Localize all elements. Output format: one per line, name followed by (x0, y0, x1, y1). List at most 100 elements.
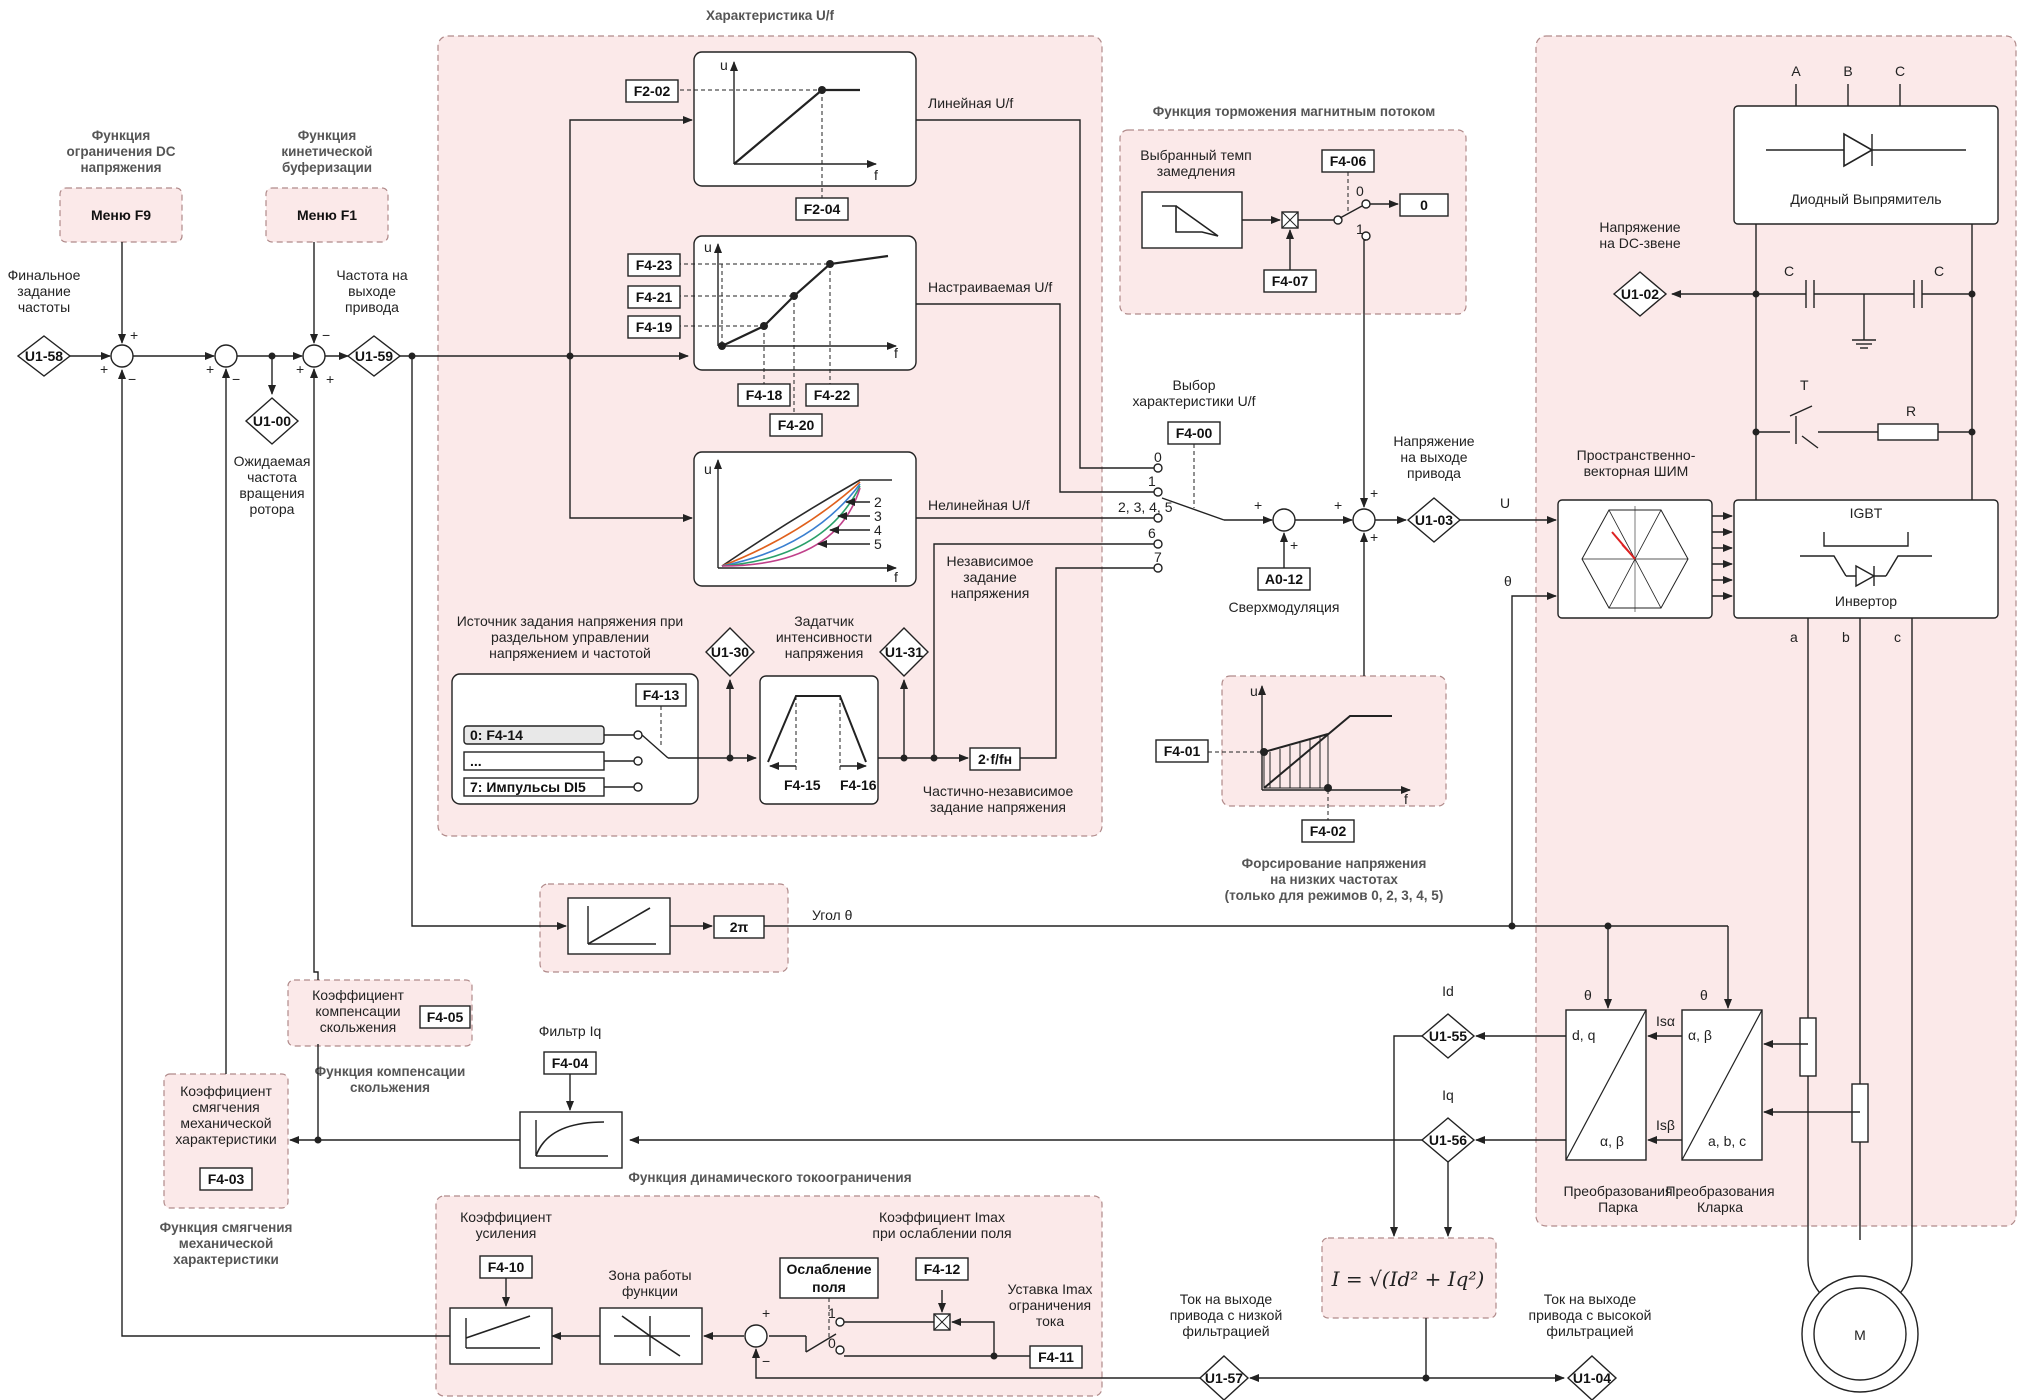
src-label-2: раздельном управлении (491, 629, 649, 645)
decel-label-1: Выбранный темп (1140, 147, 1251, 163)
dc-limit-panel (59, 187, 183, 243)
param-f4-19[interactable]: F4-19 (627, 315, 681, 339)
param-a0-12[interactable]: A0-12 (1257, 567, 1311, 591)
source-switch[interactable] (641, 734, 669, 759)
voltage-ramp-block (759, 675, 879, 805)
gain-block (449, 1307, 553, 1365)
svg-text:+: + (326, 371, 334, 387)
param-f4-04[interactable]: F4-04 (543, 1051, 597, 1075)
decel-label-2: замедления (1157, 163, 1236, 179)
output-freq-label-1: Частота на (336, 267, 408, 283)
setpoint-label-3: тока (1036, 1313, 1064, 1329)
param-f2-04[interactable]: F2-04 (795, 197, 849, 221)
uf-section-title: Характеристика U/f (706, 8, 835, 23)
svg-text:a: a (1790, 629, 1798, 645)
svg-text:F4-01: F4-01 (1164, 743, 1201, 759)
param-f2-02-boost[interactable]: F4-02 (1301, 819, 1355, 843)
param-f4-05[interactable]: F4-05 (419, 1005, 471, 1029)
field-weakening-switch[interactable] (805, 1333, 837, 1353)
param-f4-21[interactable]: F4-21 (627, 285, 681, 309)
svg-text:0: 0 (1154, 449, 1162, 465)
param-f2-02-linear[interactable]: F2-02 (625, 79, 679, 103)
param-f4-18[interactable]: F4-18 (737, 383, 791, 407)
svg-text:1: 1 (828, 1305, 836, 1321)
svg-text:f: f (894, 569, 898, 585)
param-f4-16[interactable]: F4-16 (840, 777, 877, 793)
boost-title-3: (только для режимов 0, 2, 3, 4, 5) (1225, 888, 1444, 903)
zone-label-1: Зона работы (608, 1267, 691, 1283)
svg-text:4: 4 (874, 522, 882, 538)
svg-text:F4-22: F4-22 (814, 387, 851, 403)
svg-text:θ: θ (1504, 573, 1512, 589)
summing-junction-limit (744, 1324, 768, 1348)
svg-text:Меню F1: Меню F1 (297, 207, 357, 223)
svg-text:θ: θ (1700, 987, 1708, 1003)
iq-filter-label: Фильтр Iq (539, 1023, 602, 1039)
svg-text:T: T (1800, 377, 1809, 393)
summing-junction-final (1352, 508, 1376, 532)
svg-text:F4-03: F4-03 (208, 1171, 245, 1187)
slip-k-label-1: Коэффициент (312, 987, 404, 1003)
gain-label-1: Коэффициент (460, 1209, 552, 1225)
menu-f9-box[interactable]: Меню F9 (91, 207, 151, 223)
gain-label-2: усиления (476, 1225, 537, 1241)
param-f4-10[interactable]: F4-10 (479, 1255, 533, 1279)
soft-k-label-4: характеристики (175, 1131, 276, 1147)
svg-text:C: C (1934, 263, 1944, 279)
svg-text:U1-30: U1-30 (711, 644, 749, 660)
param-f4-00[interactable]: F4-00 (1167, 421, 1221, 445)
svg-text:F4-20: F4-20 (778, 417, 815, 433)
svg-text:+: + (130, 327, 138, 343)
svg-text:U: U (1500, 495, 1510, 511)
param-f4-15[interactable]: F4-15 (784, 777, 821, 793)
param-f4-13[interactable]: F4-13 (635, 683, 687, 707)
option-dots[interactable]: ... (463, 751, 605, 771)
boost-title-2: на низких частотах (1270, 872, 1398, 887)
current-formula: I = √(Id² + Iq²) (1331, 1267, 1485, 1291)
param-f4-11[interactable]: F4-11 (1029, 1345, 1083, 1369)
svg-text:6: 6 (1148, 525, 1156, 541)
angle-label: Угол θ (812, 907, 853, 923)
uf-selector-switch[interactable] (1161, 497, 1225, 521)
menu-f1-box[interactable]: Меню F1 (297, 207, 357, 223)
slip-k-label-2: компенсации (315, 1003, 400, 1019)
param-f4-20[interactable]: F4-20 (769, 413, 823, 437)
svg-text:+: + (100, 361, 108, 377)
svg-text:f: f (874, 167, 878, 183)
svg-text:+: + (206, 361, 214, 377)
svg-text:−: − (232, 371, 240, 387)
param-f4-23[interactable]: F4-23 (627, 253, 681, 277)
option-f4-14[interactable]: 0: F4-14 (463, 725, 605, 745)
flux-switch[interactable] (1339, 205, 1363, 219)
svg-text:Id: Id (1442, 983, 1454, 999)
park-label-1: Преобразования (1563, 1183, 1672, 1199)
param-f4-03[interactable]: F4-03 (199, 1167, 253, 1191)
monitor-u1-02: U1-02 (1612, 271, 1668, 317)
svpwm-label-2: векторная ШИМ (1584, 463, 1689, 479)
linear-uf-graph (693, 51, 917, 187)
svg-text:поля: поля (812, 1279, 846, 1295)
param-f4-01[interactable]: F4-01 (1155, 739, 1209, 763)
param-f4-06[interactable]: F4-06 (1321, 149, 1375, 173)
svg-text:U1-31: U1-31 (885, 644, 923, 660)
param-f4-12[interactable]: F4-12 (915, 1257, 969, 1281)
svg-text:F4-18: F4-18 (746, 387, 783, 403)
svg-text:+: + (762, 1305, 770, 1321)
svg-text:U1-58: U1-58 (25, 348, 63, 364)
vout-label-1: Напряжение (1393, 433, 1474, 449)
svg-text:f: f (1404, 791, 1408, 807)
svg-text:+: + (1254, 497, 1262, 513)
nonlinear-uf-graph (693, 451, 917, 587)
option-di5[interactable]: 7: Импульсы DI5 (463, 777, 605, 797)
monitor-u1-04: U1-04 (1566, 1355, 1618, 1400)
svg-text:+: + (1334, 497, 1342, 513)
param-f4-07[interactable]: F4-07 (1263, 269, 1317, 293)
svg-text:α, β: α, β (1688, 1027, 1712, 1043)
param-f4-22[interactable]: F4-22 (805, 383, 859, 407)
svpwm-label-1: Пространственно- (1577, 447, 1696, 463)
svg-text:Ослабление: Ослабление (787, 1261, 872, 1277)
expected-speed-label-4: ротора (250, 501, 295, 517)
svg-text:F4-12: F4-12 (924, 1261, 961, 1277)
output-freq-label-2: выходе (348, 283, 396, 299)
svg-text:+: + (1370, 485, 1378, 501)
